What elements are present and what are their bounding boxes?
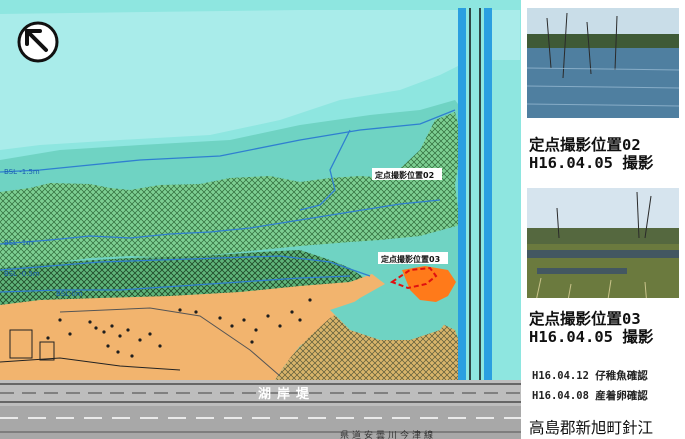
bsl-label-1: BSL -1.5m	[4, 168, 40, 176]
spawning-area-outline	[389, 266, 438, 290]
depth-contours	[0, 109, 456, 293]
reed-bed-upper	[0, 112, 462, 268]
photo-03-caption-2: H16.04.05 撮影	[529, 328, 654, 346]
photo-02-image	[527, 8, 679, 118]
photo-02-caption-1: 定点撮影位置02	[529, 136, 641, 154]
survey-map: BSL -1.5m BSL -1m BSL -0.5m BSL-0m 定点撮影位…	[0, 0, 521, 439]
map-point-02-label: 定点撮影位置02	[374, 170, 434, 180]
north-arrow-icon	[17, 21, 59, 63]
bsl-label-3: BSL -0.5m	[4, 270, 40, 278]
photo-03-caption-1: 定点撮影位置03	[529, 310, 641, 328]
sand-beach	[0, 274, 385, 380]
deep-water-zone	[0, 10, 520, 150]
location-label: 高島郡新旭町針江	[529, 419, 654, 437]
note-larvae: H16.04.12 仔稚魚確認	[532, 370, 648, 382]
embankment-label: 湖岸堤	[258, 386, 315, 402]
photo-03-image	[527, 188, 679, 298]
spawning-area-marker	[402, 266, 456, 302]
road-label: 県道安曇川今津線	[340, 429, 436, 439]
buildings	[0, 307, 281, 377]
photo-03	[527, 188, 679, 298]
bsl-label-2: BSL -1m	[4, 239, 33, 247]
map-point-03-label: 定点撮影位置03	[380, 254, 440, 264]
road	[0, 406, 521, 439]
tree-marks	[46, 298, 312, 358]
inlet-water	[330, 290, 455, 340]
note-eggs: H16.04.08 産着卵確認	[532, 390, 648, 402]
bsl-label-4: BSL-0m	[56, 290, 83, 298]
photo-02-caption-2: H16.04.05 撮影	[529, 154, 654, 172]
canal	[458, 8, 492, 404]
photo-02	[527, 8, 679, 118]
photo-panel: 定点撮影位置02 H16.04.05 撮影 定点撮影位置03 H16.04.05…	[521, 0, 685, 439]
